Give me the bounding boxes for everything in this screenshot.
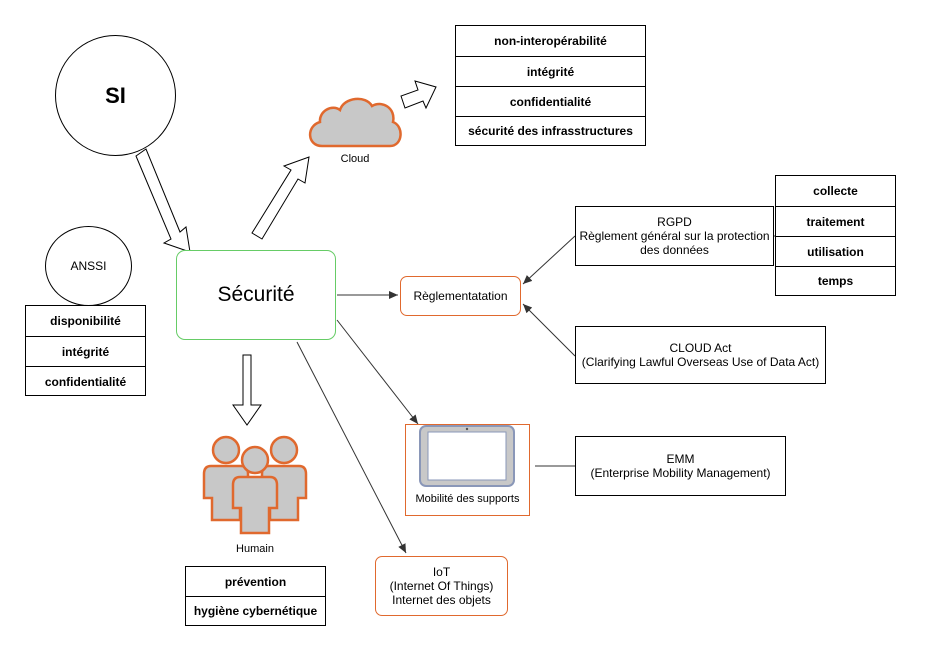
edge-cloudact-reglementation <box>522 303 576 357</box>
humain-row: prévention <box>224 574 287 589</box>
edge-securite-iot <box>296 341 407 554</box>
rgpd-line: RGPD <box>657 215 692 229</box>
si-node: SI <box>55 35 176 156</box>
tablet-icon <box>419 425 515 487</box>
arrow-cloud-table <box>400 80 437 110</box>
cloud-table: non-interopérabilité intégrité confident… <box>455 25 646 146</box>
iot-node: IoT (Internet Of Things) Internet des ob… <box>375 556 508 616</box>
reglementation-label: Règlementatation <box>413 289 508 303</box>
arrow-si-securite <box>135 148 191 253</box>
emm-line: (Enterprise Mobility Management) <box>590 466 771 480</box>
rgpd-row: temps <box>776 266 895 295</box>
si-label: SI <box>105 82 126 108</box>
arrow-securite-cloud <box>251 156 310 240</box>
cloud-row: non-interopérabilité <box>494 34 607 48</box>
humain-label: Humain <box>236 543 274 555</box>
mobilite-node <box>405 424 530 516</box>
rgpd-table: collecte traitement utilisation temps <box>775 175 896 296</box>
people-icon <box>202 435 308 535</box>
iot-line: (Internet Of Things) <box>389 579 494 593</box>
rgpd-line: Règlement général sur la protection <box>579 229 770 243</box>
cloud-row: sécurité des infrasstructures <box>456 116 645 145</box>
rgpd-row: traitement <box>776 206 895 236</box>
rgpd-row: collecte <box>813 184 858 198</box>
anssi-table: disponibilité intégrité confidentialité <box>25 305 146 396</box>
cloud-label: Cloud <box>340 153 370 165</box>
anssi-label: ANSSI <box>70 259 107 273</box>
iot-line: Internet des objets <box>392 593 491 607</box>
anssi-node: ANSSI <box>45 226 132 306</box>
anssi-row: disponibilité <box>50 314 121 328</box>
securite-node: Sécurité <box>176 250 336 340</box>
cloud-act-line: (Clarifying Lawful Overseas Use of Data … <box>581 355 820 369</box>
iot-line: IoT <box>432 565 451 579</box>
arrow-securite-humain <box>232 354 262 426</box>
cloud-row: confidentialité <box>456 86 645 116</box>
rgpd-row: utilisation <box>776 236 895 266</box>
cloud-act-node: CLOUD Act (Clarifying Lawful Overseas Us… <box>575 326 826 384</box>
securite-label: Sécurité <box>217 283 295 306</box>
mobilite-label: Mobilité des supports <box>415 493 520 505</box>
cloud-act-line: CLOUD Act <box>669 341 732 355</box>
reglementation-node: Règlementatation <box>400 276 521 316</box>
edge-rgpd-reglementation <box>522 235 576 285</box>
emm-node: EMM (Enterprise Mobility Management) <box>575 436 786 496</box>
humain-table: prévention hygiène cybernétique <box>185 566 326 626</box>
humain-row: hygiène cybernétique <box>186 596 325 625</box>
cloud-icon <box>308 97 402 148</box>
anssi-row: confidentialité <box>26 366 145 396</box>
rgpd-line: des données <box>640 243 709 257</box>
cloud-row: intégrité <box>456 56 645 86</box>
rgpd-node: RGPD Règlement général sur la protection… <box>575 206 774 266</box>
edge-securite-mobilite <box>336 319 419 425</box>
emm-line: EMM <box>666 452 695 466</box>
anssi-row: intégrité <box>26 336 145 366</box>
